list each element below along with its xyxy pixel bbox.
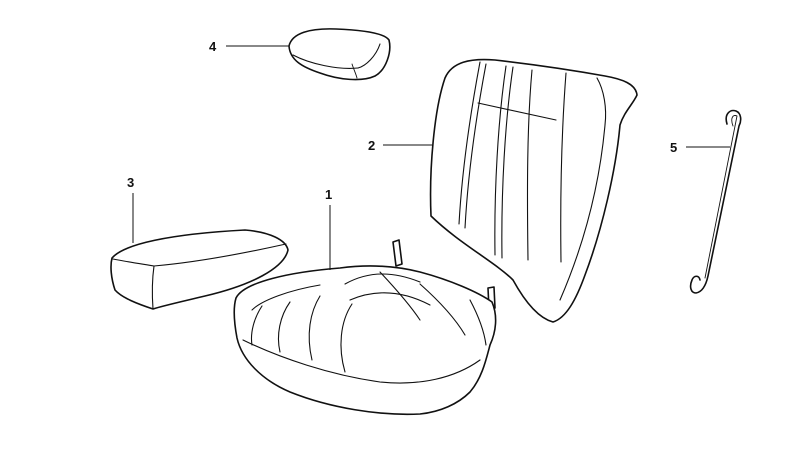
callout-label-1[interactable]: 1: [325, 187, 332, 202]
callout-labels: 4 2 3 1 5: [127, 39, 677, 202]
leader-lines: [132, 45, 730, 270]
part-1-seat-cushion[interactable]: [233, 239, 497, 416]
callout-label-2[interactable]: 2: [368, 138, 375, 153]
part-3-side-pad[interactable]: [110, 229, 289, 310]
part-2-backrest[interactable]: [429, 58, 638, 323]
callout-label-3[interactable]: 3: [127, 175, 134, 190]
part-5-wire-rod[interactable]: [689, 109, 742, 294]
part-4-headrest-pad[interactable]: [288, 28, 391, 81]
callout-label-5[interactable]: 5: [670, 140, 677, 155]
callout-label-4[interactable]: 4: [209, 39, 217, 54]
